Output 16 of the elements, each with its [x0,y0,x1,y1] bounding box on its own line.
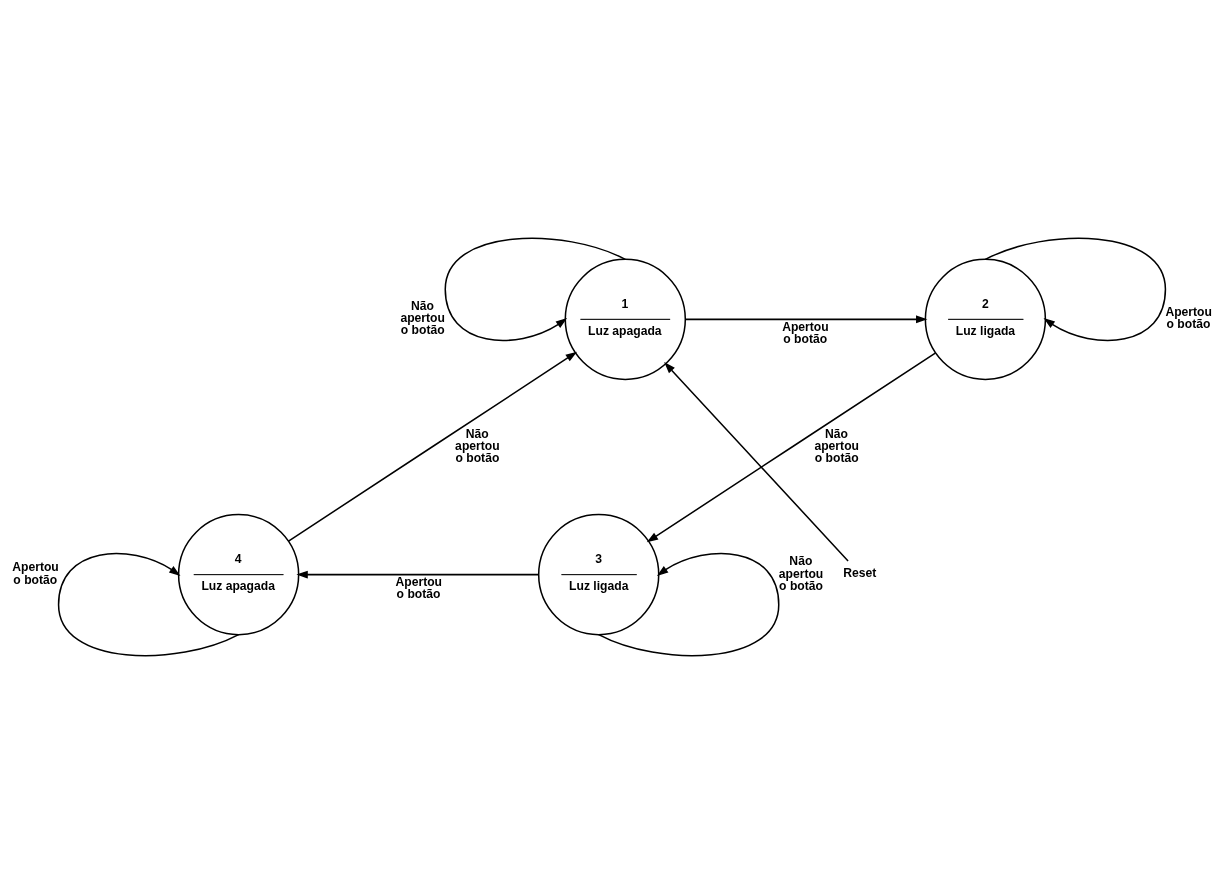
edge-label: Não apertou o botão [814,426,859,466]
node-text: Reset [843,565,877,580]
edge-label: Não apertou o botão [778,554,824,593]
node-circle: 2 Luz ligada [924,258,1047,381]
edge-label: Apertou o botão [395,574,443,602]
arrow [664,362,849,562]
arrow [296,570,540,579]
arrow [684,315,928,324]
node-circle: 4 Luz apagada [177,513,300,636]
edge-label: Não apertou o botão [400,299,445,338]
edge-label: Apertou o botão [12,560,59,587]
edge-label: Apertou o botão [1165,305,1212,332]
arrow [646,352,936,543]
edge-label: Não apertou o botão [455,426,500,466]
arrow [287,351,578,542]
edge-label: Apertou o botão [782,319,829,346]
